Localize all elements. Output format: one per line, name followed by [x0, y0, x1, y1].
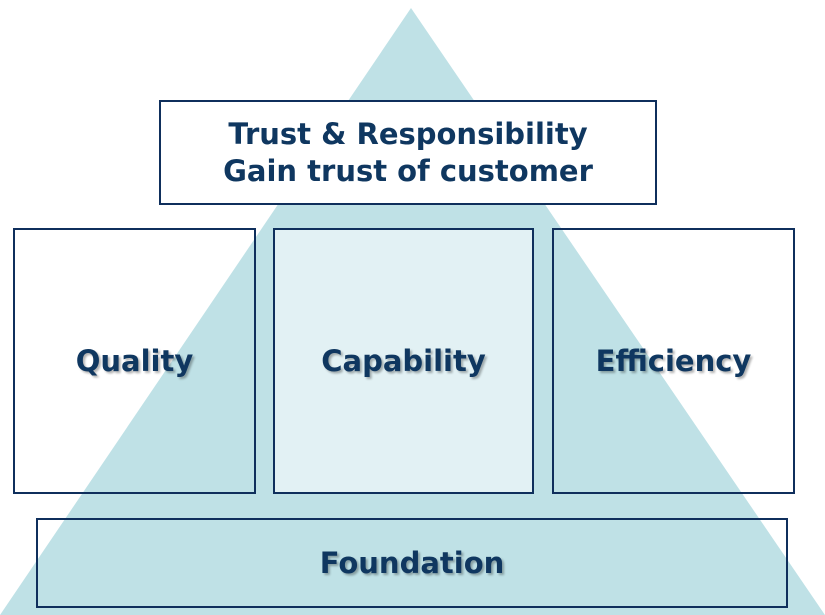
pillar-quality-label: Quality	[75, 344, 194, 378]
foundation-label: Foundation	[319, 546, 505, 580]
pillar-efficiency-label: Efficiency	[595, 344, 752, 378]
pillar-capability-box: Capability	[273, 228, 534, 494]
pillar-capability-label: Capability	[321, 344, 486, 378]
top-box-line2: Gain trust of customer	[223, 153, 593, 188]
pillar-quality-box: Quality	[13, 228, 256, 494]
pillar-efficiency-box: Efficiency	[552, 228, 795, 494]
top-box-line1: Trust & Responsibility	[228, 116, 588, 151]
foundation-box: Foundation	[36, 518, 788, 608]
trust-responsibility-box: Trust & Responsibility Gain trust of cus…	[159, 100, 657, 205]
